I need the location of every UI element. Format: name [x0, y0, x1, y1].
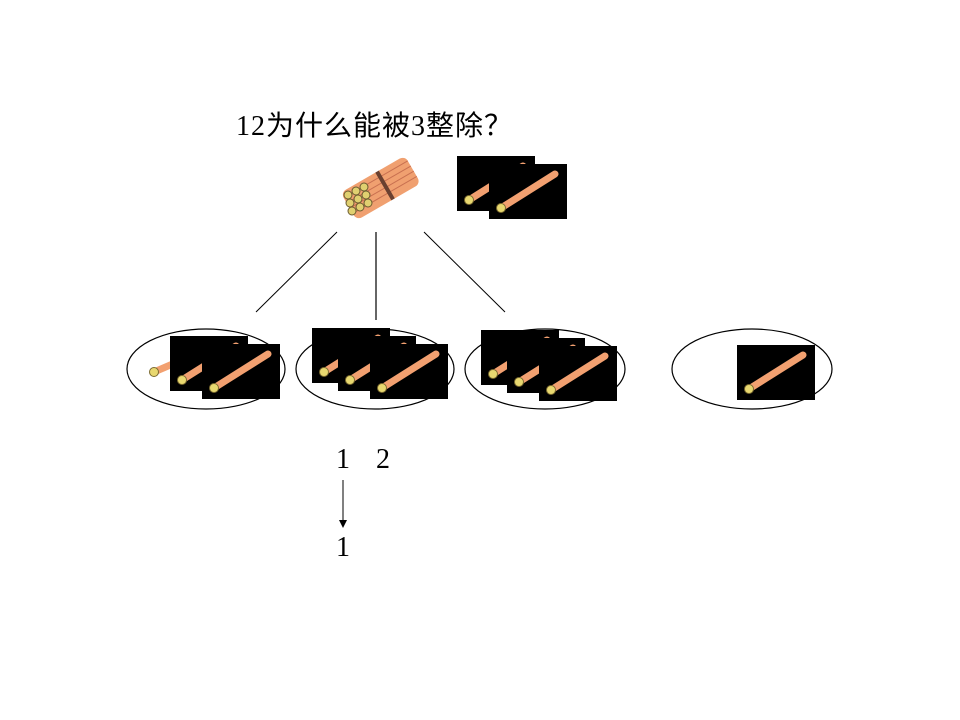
stick-icon [489, 164, 567, 219]
digit-tens: 1 [336, 444, 350, 475]
stick-icon [737, 345, 815, 400]
bundle-of-sticks-icon [342, 157, 419, 219]
stick-icon [370, 344, 448, 399]
stick-icon [539, 346, 617, 401]
slide-title: 12为什么能被3整除？ [236, 111, 514, 142]
result-digit: 1 [336, 532, 350, 563]
digit-ones: 2 [376, 444, 390, 475]
stick-icon [202, 344, 280, 399]
